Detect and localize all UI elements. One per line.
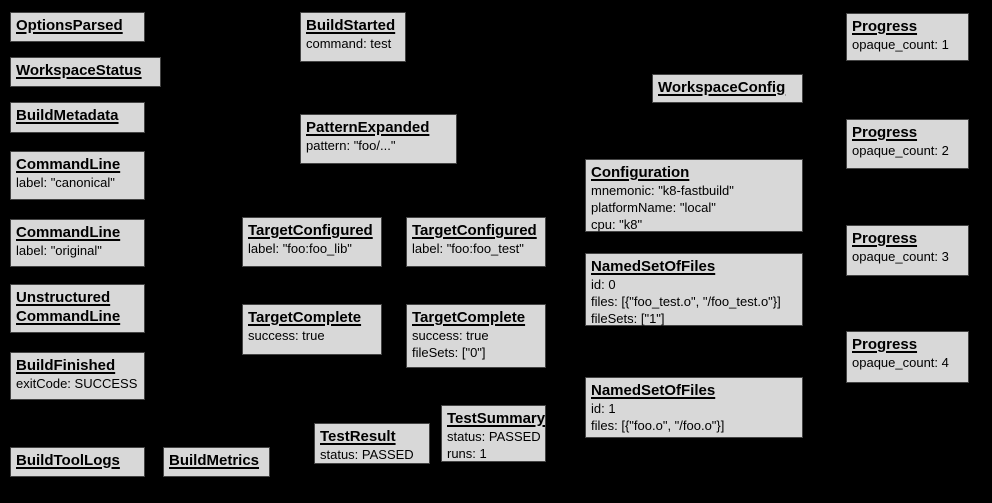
node-title: WorkspaceStatus [16,62,142,79]
node-body: status: PASSED [320,447,414,462]
node-progress-1: Progress opaque_count: 1 [846,13,969,61]
node-body: label: "foo:foo_lib" [248,241,352,256]
node-title: BuildToolLogs [16,452,120,469]
node-workspace-config: WorkspaceConfig [652,74,803,103]
node-build-started: BuildStarted command: test [300,12,406,62]
node-body: label: "original" [16,243,102,258]
node-title: BuildStarted [306,17,396,34]
node-title: Progress [852,230,918,247]
node-title: Progress [852,124,918,141]
node-target-configured-foo-test: TargetConfigured label: "foo:foo_test" [406,217,546,267]
node-test-result: TestResult status: PASSED [314,423,430,464]
node-body: success: true [248,328,325,343]
node-body: success: true fileSets: ["0"] [412,328,489,360]
node-title: TargetComplete [248,309,362,326]
node-target-complete-foo-lib: TargetComplete success: true [242,304,382,355]
node-named-set-of-files-1: NamedSetOfFiles id: 1 files: [{"foo.o", … [585,377,803,438]
node-body: command: test [306,36,392,51]
node-body: pattern: "foo/..." [306,138,396,153]
node-body: id: 0 files: [{"foo_test.o", "/foo_test.… [591,277,781,326]
node-body: id: 1 files: [{"foo.o", "/foo.o"}] [591,401,725,433]
node-title: Progress [852,18,918,35]
node-title: BuildMetrics [169,452,260,469]
node-body: status: PASSED runs: 1 [447,429,541,461]
node-title: BuildMetadata [16,107,119,124]
node-options-parsed: OptionsParsed [10,12,145,42]
node-build-metrics: BuildMetrics [163,447,270,477]
node-unstructured-command-line: Unstructured CommandLine [10,284,145,333]
node-progress-3: Progress opaque_count: 3 [846,225,969,276]
node-title: TargetConfigured [248,222,373,239]
node-body: opaque_count: 1 [852,37,949,52]
node-workspace-status: WorkspaceStatus [10,57,161,87]
node-build-tool-logs: BuildToolLogs [10,447,145,477]
node-title: TestSummary [447,410,546,427]
node-configuration: Configuration mnemonic: "k8-fastbuild" p… [585,159,803,232]
node-title: TargetConfigured [412,222,537,239]
node-test-summary: TestSummary status: PASSED runs: 1 [441,405,546,462]
node-title: PatternExpanded [306,119,430,136]
node-title: Unstructured CommandLine [16,289,121,325]
node-title: TestResult [320,428,396,445]
node-body: mnemonic: "k8-fastbuild" platformName: "… [591,183,734,232]
node-title: CommandLine [16,224,121,241]
node-title: NamedSetOfFiles [591,382,716,399]
node-target-complete-foo-test: TargetComplete success: true fileSets: [… [406,304,546,368]
node-body: opaque_count: 4 [852,355,949,370]
node-body: opaque_count: 3 [852,249,949,264]
node-body: opaque_count: 2 [852,143,949,158]
node-body: exitCode: SUCCESS [16,376,138,391]
node-title: NamedSetOfFiles [591,258,716,275]
node-pattern-expanded: PatternExpanded pattern: "foo/..." [300,114,457,164]
node-target-configured-foo-lib: TargetConfigured label: "foo:foo_lib" [242,217,382,267]
node-progress-2: Progress opaque_count: 2 [846,119,969,169]
node-build-finished: BuildFinished exitCode: SUCCESS [10,352,145,400]
node-build-metadata: BuildMetadata [10,102,145,133]
node-title: Configuration [591,164,690,181]
node-title: OptionsParsed [16,17,123,34]
node-named-set-of-files-0: NamedSetOfFiles id: 0 files: [{"foo_test… [585,253,803,326]
node-progress-4: Progress opaque_count: 4 [846,331,969,383]
node-command-line-canonical: CommandLine label: "canonical" [10,151,145,200]
node-title: WorkspaceConfig [658,79,786,96]
node-title: TargetComplete [412,309,526,326]
node-title: BuildFinished [16,357,116,374]
node-title: Progress [852,336,918,353]
node-body: label: "canonical" [16,175,115,190]
node-command-line-original: CommandLine label: "original" [10,219,145,267]
node-title: CommandLine [16,156,121,173]
node-body: label: "foo:foo_test" [412,241,524,256]
